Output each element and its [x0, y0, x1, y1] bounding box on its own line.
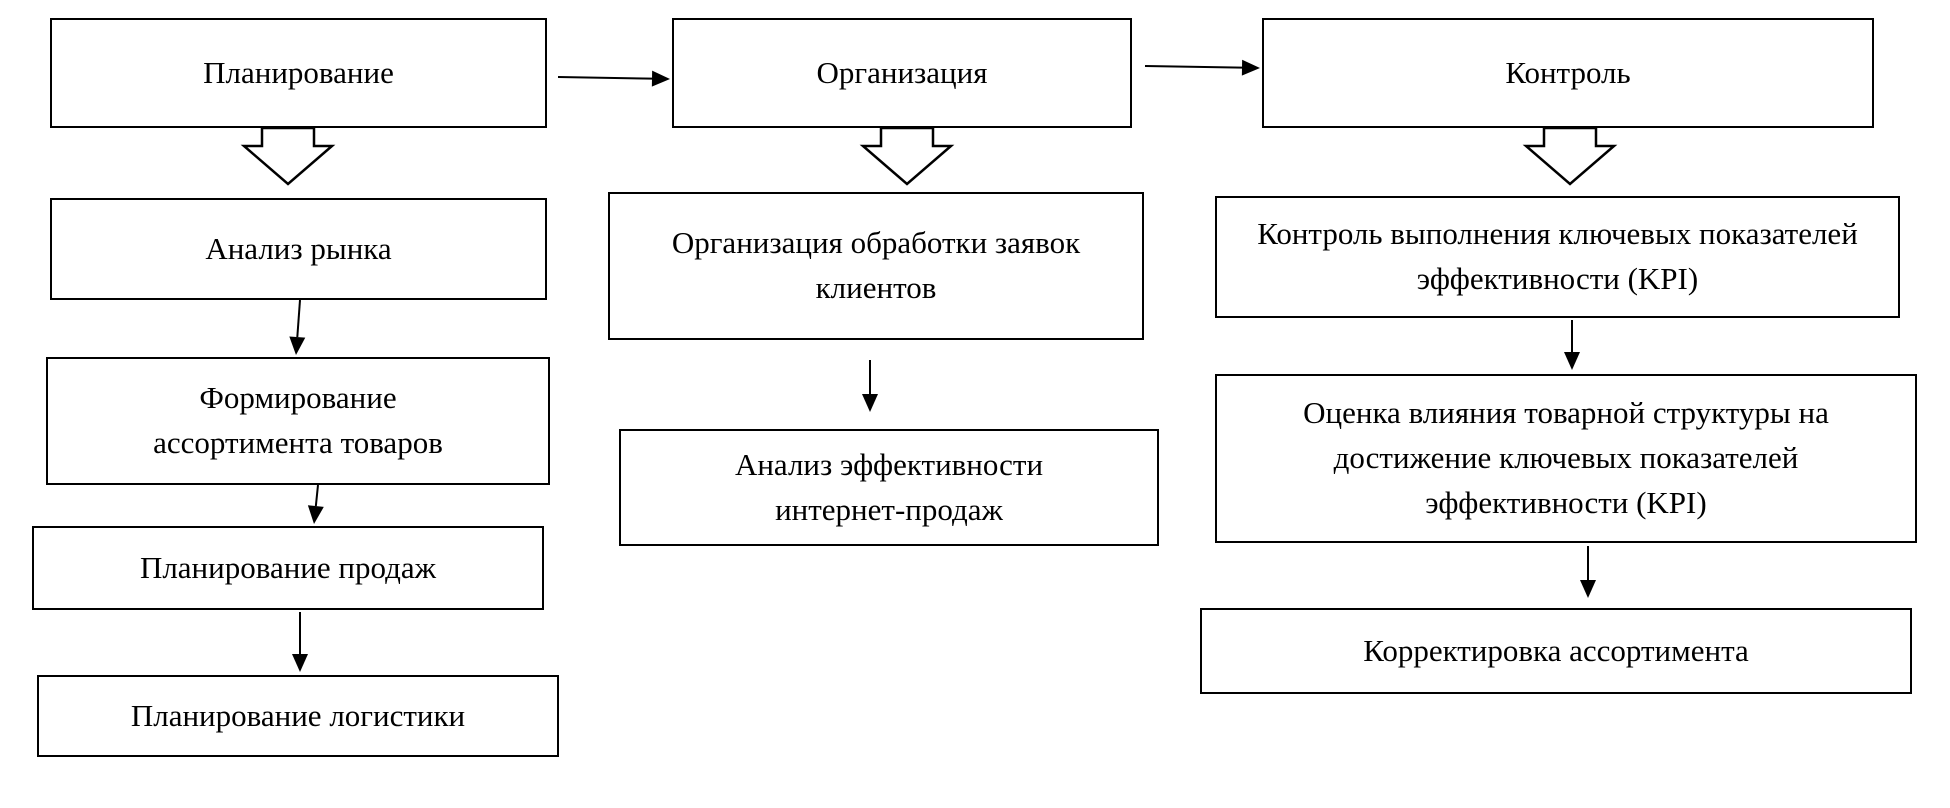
arrow-planning-step-2-3-line	[314, 484, 319, 507]
organization-step-order-processing: Организация обработки заявок клиентов	[608, 192, 1144, 340]
planning-header-label: Планирование	[203, 54, 394, 90]
arrow-planning-to-organization-head	[651, 70, 670, 87]
planning-header-box: Планирование	[50, 18, 547, 128]
control-step-kpi-monitoring: Контроль выполнения ключевых показателей…	[1215, 196, 1900, 318]
organization-header-box: Организация	[672, 18, 1132, 128]
organization-step-label: Анализ эффективности интернет-продаж	[734, 446, 1044, 527]
planning-step-label: Формирование ассортимента товаров	[153, 380, 443, 460]
planning-step-sales-planning: Планирование продаж	[32, 526, 544, 610]
organization-header-label: Организация	[816, 54, 988, 90]
arrow-planning-step-3-4-head	[292, 654, 308, 672]
control-header-label: Контроль	[1505, 54, 1631, 90]
arrow-control-step-2-3-head	[1580, 580, 1596, 598]
arrow-planning-step-1-2-head	[289, 336, 306, 355]
planning-step-assortment-formation: Формирование ассортимента товаров	[46, 357, 550, 485]
arrow-organization-to-control-line	[1144, 65, 1243, 69]
arrow-planning-to-organization-line	[557, 76, 653, 80]
control-step-label: Контроль выполнения ключевых показателей…	[1257, 216, 1858, 296]
planning-step-label: Анализ рынка	[205, 230, 392, 266]
control-step-structure-impact-assessment: Оценка влияния товарной структуры на дос…	[1215, 374, 1917, 543]
arrow-organization-step-1-2-head	[862, 394, 878, 412]
arrow-control-step-1-2-head	[1564, 352, 1580, 370]
block-arrow-control	[1522, 126, 1618, 186]
planning-step-logistics-planning: Планирование логистики	[37, 675, 559, 757]
block-arrow-organization	[859, 126, 955, 186]
arrow-organization-to-control-head	[1241, 59, 1260, 76]
control-step-label: Корректировка ассортимента	[1363, 632, 1749, 668]
planning-step-market-analysis: Анализ рынка	[50, 198, 547, 300]
arrow-planning-step-2-3-head	[307, 505, 324, 524]
control-header-box: Контроль	[1262, 18, 1874, 128]
planning-step-label: Планирование продаж	[139, 549, 437, 585]
organization-step-label: Организация обработки заявок клиентов	[671, 225, 1081, 305]
control-step-label: Оценка влияния товарной структуры на дос…	[1303, 395, 1829, 520]
block-arrow-planning	[240, 126, 336, 186]
planning-step-label: Планирование логистики	[130, 697, 466, 733]
control-step-assortment-correction: Корректировка ассортимента	[1200, 608, 1912, 694]
arrow-planning-step-1-2-line	[296, 299, 301, 338]
organization-step-online-sales-analysis: Анализ эффективности интернет-продаж	[619, 429, 1159, 546]
